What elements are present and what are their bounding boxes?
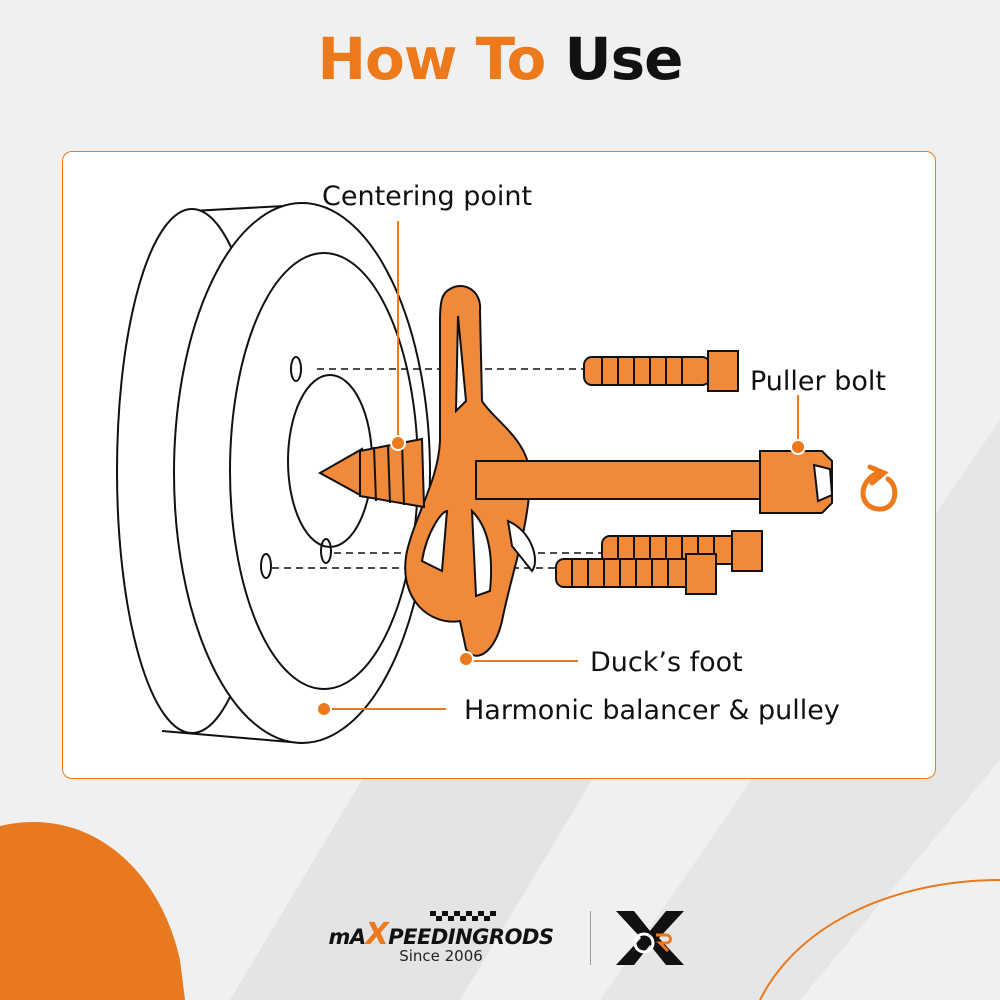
- brand-x: X: [365, 917, 389, 952]
- footer-divider: [590, 911, 591, 965]
- orange-blob: [0, 822, 185, 1000]
- rotate-arrow-icon: [860, 470, 898, 512]
- pulley-face: [173, 202, 431, 744]
- brand-logo-icon: [616, 911, 684, 965]
- title-word-use: Use: [564, 25, 684, 93]
- centering-threads: [359, 437, 426, 509]
- orange-arc: [759, 879, 1000, 1000]
- title-word-how-to: How To: [317, 25, 546, 93]
- puller-diagram: [116, 202, 898, 744]
- forcing-screw-shaft: [475, 460, 767, 500]
- page-title: How To Use: [0, 30, 1000, 88]
- label-harmonic-balancer: Harmonic balancer & pulley: [464, 695, 840, 726]
- bolt-hole-left: [260, 553, 272, 579]
- bolt-hole-right: [320, 538, 332, 564]
- brand-since: Since 2006: [399, 947, 483, 965]
- brand-wordmark: mAXPEEDINGRODS: [316, 917, 566, 952]
- checkered-flag-icon: [430, 911, 496, 921]
- brand-suffix: PEEDINGRODS: [388, 925, 554, 949]
- label-centering-point: Centering point: [322, 181, 533, 212]
- brand-prefix: mA: [328, 925, 367, 949]
- bolt-hole-top: [290, 356, 302, 382]
- label-ducks-foot: Duck’s foot: [590, 647, 743, 678]
- label-puller-bolt: Puller bolt: [750, 366, 886, 397]
- puller-bolts: [555, 350, 763, 595]
- footer: mAXPEEDINGRODS Since 2006: [0, 905, 1000, 985]
